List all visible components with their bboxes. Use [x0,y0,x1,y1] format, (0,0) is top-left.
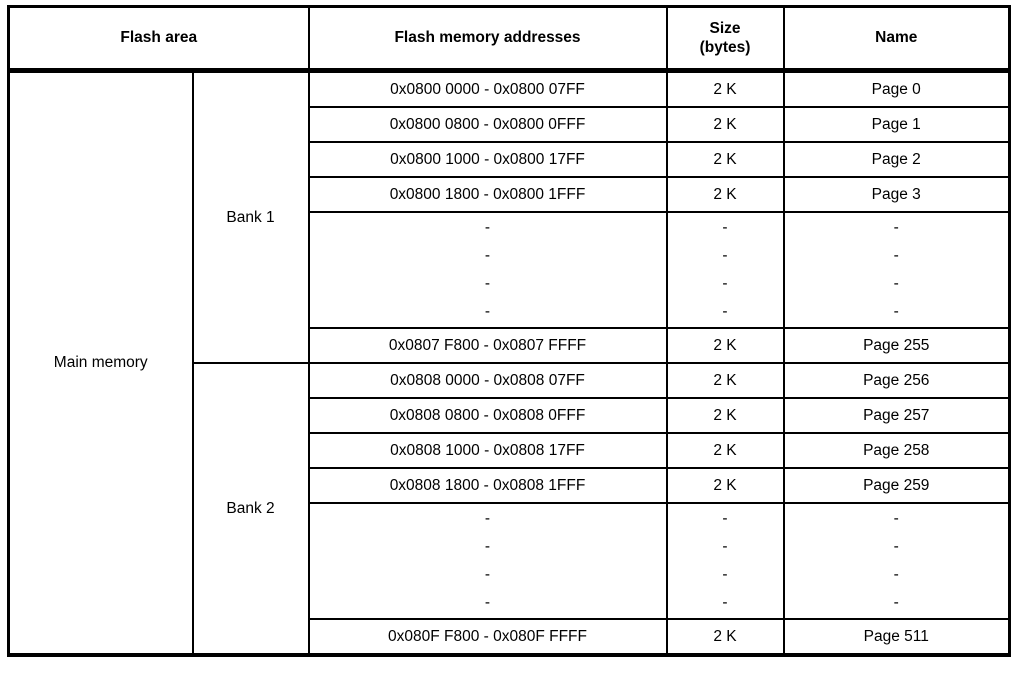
cell-address: 0x0800 1800 - 0x0800 1FFF [307,176,668,213]
header-row: Flash area Flash memory addresses Size (… [7,5,1011,73]
cell-size: 2 K [665,106,785,143]
dash-cell-address: - - - - [307,502,668,620]
cell-size: 2 K [665,467,785,504]
dash: - [484,566,491,583]
cell-size: 2 K [665,141,785,178]
dash-cell-name: - - - - [782,211,1011,329]
cell-address: 0x0800 0000 - 0x0800 07FF [307,69,668,108]
dash: - [893,566,899,583]
dash: - [722,275,728,292]
cell-size: 2 K [665,618,785,656]
table-row: 0x080F F800 - 0x080F FFFF 2 K Page 511 [9,618,1011,656]
dash-stack: - - - - [669,505,782,617]
dash: - [893,275,899,292]
dash-stack: - - - - [311,505,665,617]
dash: - [722,510,728,527]
flash-memory-map-table: Flash area Flash memory addresses Size (… [7,5,1011,657]
cell-name: Page 0 [782,69,1011,108]
cell-name: Page 255 [782,327,1011,364]
dash: - [722,303,728,320]
dash: - [893,538,899,555]
cell-name: Page 258 [782,432,1011,469]
dash-stack: - - - - [786,214,1008,326]
cell-address: 0x0800 0800 - 0x0800 0FFF [307,106,668,143]
dash: - [722,566,728,583]
bank2-label-cell: Bank 2 [191,362,310,656]
dash: - [722,538,728,555]
cell-size: 2 K [665,397,785,434]
cell-name: Page 3 [782,176,1011,213]
cell-size: 2 K [665,362,785,399]
cell-address: 0x0800 1000 - 0x0800 17FF [307,141,668,178]
dash-cell-address: - - - - [307,211,668,329]
dash: - [484,538,491,555]
cell-name: Page 1 [782,106,1011,143]
dash-cell-name: - - - - [782,502,1011,620]
table-row: 0x0800 1800 - 0x0800 1FFF 2 K Page 3 [9,176,1011,213]
cell-name: Page 511 [782,618,1011,656]
cell-size: 2 K [665,432,785,469]
dash: - [893,510,899,527]
dash-stack: - - - - [311,214,665,326]
header-flash-memory-addresses: Flash memory addresses [307,5,668,73]
cell-size: 2 K [665,69,785,108]
cell-address: 0x080F F800 - 0x080F FFFF [307,618,668,656]
cell-size: 2 K [665,327,785,364]
cell-size: 2 K [665,176,785,213]
ellipsis-row: - - - - - - - - - [9,502,1011,620]
dash: - [893,594,899,611]
dash: - [484,303,491,320]
dash: - [484,219,491,236]
cell-address: 0x0807 F800 - 0x0807 FFFF [307,327,668,364]
dash: - [893,247,899,264]
dash: - [484,510,491,527]
dash: - [484,247,491,264]
cell-name: Page 259 [782,467,1011,504]
dash: - [722,247,728,264]
table-row: Main memory Bank 1 0x0800 0000 - 0x0800 … [7,69,1011,656]
table-row: 0x0808 1800 - 0x0808 1FFF 2 K Page 259 [9,467,1011,504]
cell-address: 0x0808 0000 - 0x0808 07FF [307,362,668,399]
header-name: Name [782,5,1011,73]
main-memory-cell: Main memory [7,69,194,656]
cell-address: 0x0808 1800 - 0x0808 1FFF [307,467,668,504]
cell-name: Page 256 [782,362,1011,399]
table-row: 0x0807 F800 - 0x0807 FFFF 2 K Page 255 [9,327,1011,364]
dash: - [893,303,899,320]
table-row: 0x0800 1000 - 0x0800 17FF 2 K Page 2 [9,141,1011,178]
dash: - [484,275,491,292]
dash: - [893,219,899,236]
table-row: Bank 2 0x0808 0000 - 0x0808 07FF 2 K Pag… [9,362,1011,656]
ellipsis-row: - - - - - - - - - [9,211,1011,329]
header-size-line1: Size [709,20,741,37]
dash: - [722,594,728,611]
dash: - [484,594,491,611]
dash: - [722,219,728,236]
header-size-bytes: Size (bytes) [665,5,785,73]
table-row: 0x0808 1000 - 0x0808 17FF 2 K Page 258 [9,432,1011,469]
dash-cell-size: - - - - [665,502,785,620]
dash-cell-size: - - - - [665,211,785,329]
bank1-label-cell: Bank 1 [191,69,310,364]
table-row: 0x0800 0800 - 0x0800 0FFF 2 K Page 1 [9,106,1011,143]
table-row: 0x0808 0800 - 0x0808 0FFF 2 K Page 257 [9,397,1011,434]
dash-stack: - - - - [786,505,1008,617]
dash-stack: - - - - [669,214,782,326]
cell-address: 0x0808 0800 - 0x0808 0FFF [307,397,668,434]
header-flash-area: Flash area [7,5,310,73]
cell-name: Page 2 [782,141,1011,178]
header-size-line2: (bytes) [699,39,751,56]
cell-address: 0x0808 1000 - 0x0808 17FF [307,432,668,469]
cell-name: Page 257 [782,397,1011,434]
